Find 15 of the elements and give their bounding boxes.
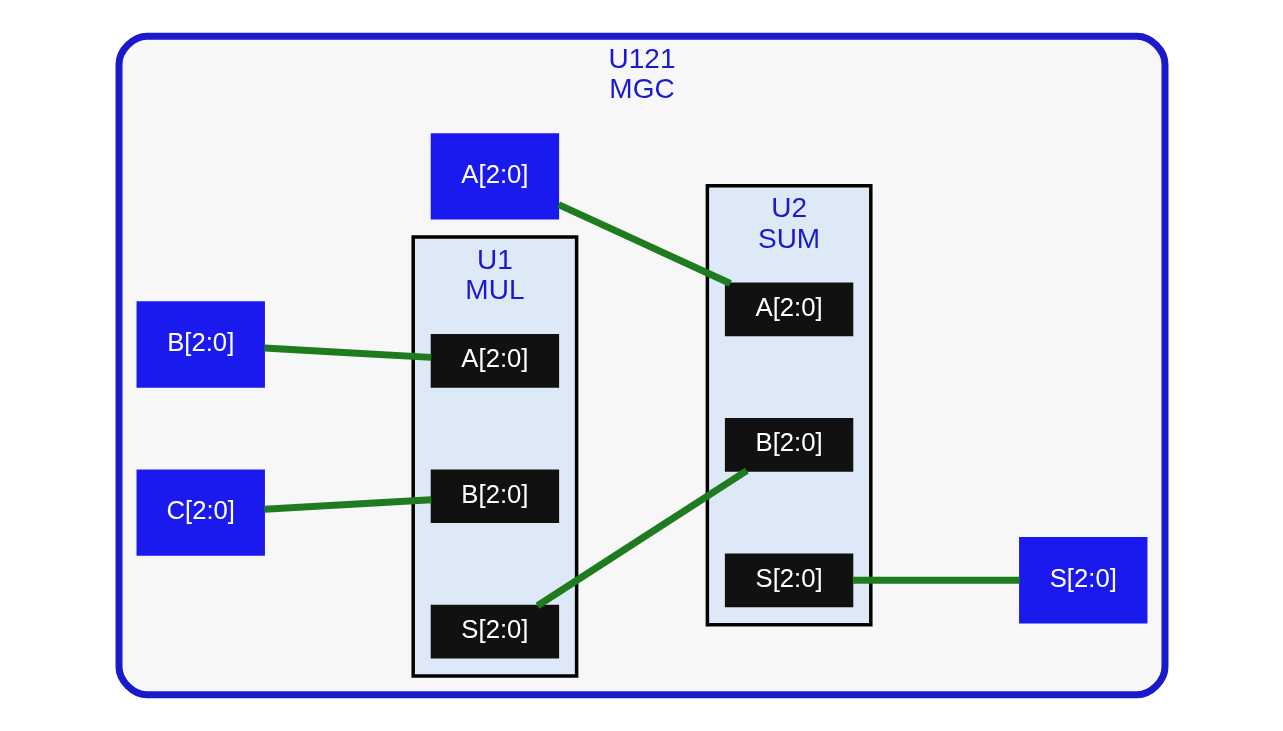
node-box: C[2:0] — [136, 469, 265, 556]
node-box: A[2:0] — [430, 133, 559, 220]
node-box: S[2:0] — [430, 604, 559, 659]
connector — [535, 467, 749, 609]
node-box: B[2:0] — [136, 301, 265, 388]
node-box: B[2:0] — [430, 469, 559, 524]
connector — [852, 576, 1020, 584]
connector — [263, 496, 431, 513]
connector — [556, 201, 732, 287]
connector — [263, 344, 431, 361]
node-box: A[2:0] — [430, 334, 559, 388]
node-box: B[2:0] — [724, 418, 853, 472]
node-box: S[2:0] — [724, 553, 853, 608]
node-box: A[2:0] — [724, 282, 853, 337]
node-box: S[2:0] — [1018, 537, 1147, 624]
